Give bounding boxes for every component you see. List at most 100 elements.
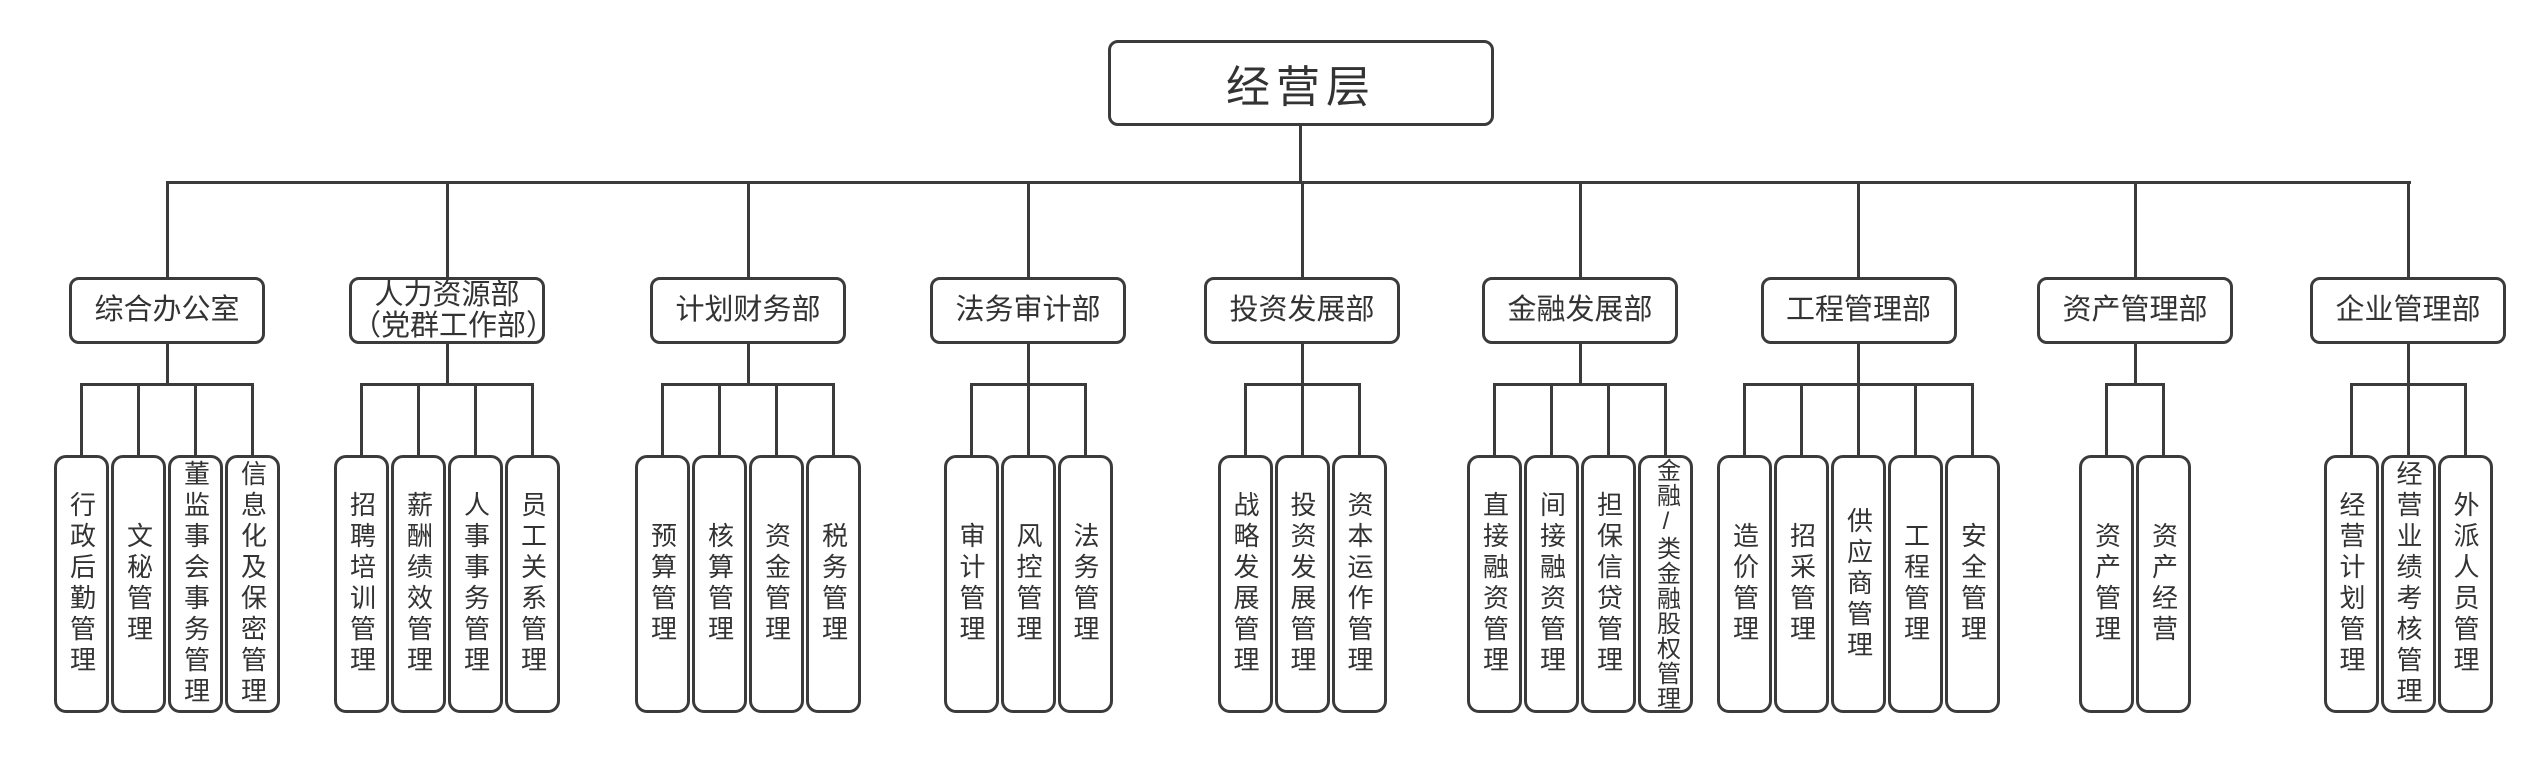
- connector-leaf-drop: [1831, 386, 1886, 455]
- connector-leaf-drop: [1581, 386, 1636, 455]
- leaf-node-label: 风控管理: [1013, 522, 1043, 646]
- connector-root-drop: [1299, 126, 1302, 184]
- connector-sub-bus: [1493, 383, 1667, 386]
- connector-sub-bus: [80, 383, 254, 386]
- leaf-node: 供应商管理: [1831, 455, 1886, 713]
- dept-node: 金融发展部: [1482, 277, 1678, 344]
- leaf-node: 资金管理: [749, 455, 804, 713]
- dept-node: 法务审计部: [930, 277, 1126, 344]
- group-human-resources: 人力资源部 （党群工作部） 招聘培训管理 薪酬绩效管理 人事事务管理 员工关系管…: [334, 181, 560, 713]
- leaf-node: 风控管理: [1000, 455, 1056, 713]
- leaf-node: 经营业绩考核管理: [2380, 455, 2436, 713]
- group-asset-management: 资产管理部 资产管理 资产经营: [2034, 181, 2236, 713]
- connector-dept-drop: [165, 181, 169, 277]
- connector-subtree-drop: [1578, 344, 1582, 383]
- leaf-node-label: 直接融资管理: [1479, 491, 1510, 677]
- connector-sub-bus: [969, 383, 1087, 386]
- connector-leaf-drops: [1717, 386, 2000, 455]
- connector-leaf-drop: [2381, 386, 2436, 455]
- leaf-node: 员工关系管理: [505, 455, 560, 713]
- connector-leaf-drops: [2324, 386, 2493, 455]
- group-engineering-management: 工程管理部 造价管理 招采管理 供应商管理 工程管理 安全管理: [1717, 181, 2000, 713]
- leaf-row: 直接融资管理 间接融资管理 担保信贷管理 金融/类金融股权管理: [1467, 455, 1693, 713]
- leaf-node-label: 文秘管理: [123, 522, 154, 646]
- group-planning-finance: 计划财务部 预算管理 核算管理 资金管理 税务管理: [635, 181, 861, 713]
- leaf-row: 造价管理 招采管理 供应商管理 工程管理 安全管理: [1717, 455, 2000, 713]
- dept-node: 计划财务部: [650, 277, 846, 344]
- connector-subtree-drop: [1026, 344, 1030, 383]
- dept-node-label: 人力资源部 （党群工作部）: [352, 279, 545, 342]
- connector-leaf-drop: [1218, 386, 1273, 455]
- leaf-node: 工程管理: [1888, 455, 1943, 713]
- connector-dept-drop: [445, 181, 449, 277]
- leaf-node-label: 员工关系管理: [517, 491, 548, 677]
- leaf-node: 人事事务管理: [448, 455, 503, 713]
- leaf-row: 战略发展管理 投资发展管理 资本运作管理: [1217, 455, 1387, 713]
- connector-leaf-drops: [54, 386, 280, 455]
- connector-leaf-drop: [391, 386, 446, 455]
- connector-leaf-drop: [749, 386, 804, 455]
- connector-dept-drop: [2133, 181, 2137, 277]
- leaf-node-label: 招采管理: [1786, 522, 1817, 646]
- connector-leaf-drops: [944, 386, 1113, 455]
- leaf-node-label: 工程管理: [1900, 522, 1931, 646]
- dept-node-label: 企业管理部: [2335, 294, 2481, 327]
- connector-leaf-drop: [2079, 386, 2134, 455]
- connector-leaf-drops: [334, 386, 560, 455]
- dept-node-label: 投资发展部: [1229, 294, 1375, 327]
- leaf-node-label: 资产管理: [2091, 522, 2122, 646]
- leaf-row: 审计管理 风控管理 法务管理: [943, 455, 1113, 713]
- root-node-label: 经营层: [1226, 63, 1376, 112]
- leaf-row: 预算管理 核算管理 资金管理 税务管理: [635, 455, 861, 713]
- connector-leaf-drop: [1467, 386, 1522, 455]
- connector-leaf-drops: [635, 386, 861, 455]
- leaf-node: 外派人员管理: [2437, 455, 2493, 713]
- leaf-node: 安全管理: [1945, 455, 2000, 713]
- leaf-node-label: 经营计划管理: [2336, 491, 2366, 677]
- connector-leaf-drop: [1058, 386, 1113, 455]
- leaf-node-label: 间接融资管理: [1536, 491, 1567, 677]
- connector-sub-bus: [2349, 383, 2467, 386]
- connector-leaf-drop: [168, 386, 223, 455]
- connector-dept-drop: [1857, 181, 1860, 277]
- group-investment-development: 投资发展部 战略发展管理 投资发展管理 资本运作管理: [1201, 181, 1403, 713]
- connector-sub-bus: [1243, 383, 1361, 386]
- connector-leaf-drop: [944, 386, 999, 455]
- dept-node: 资产管理部: [2037, 277, 2233, 344]
- dept-node-label: 金融发展部: [1507, 294, 1653, 327]
- leaf-node: 法务管理: [1057, 455, 1113, 713]
- leaf-node-label: 担保信贷管理: [1593, 491, 1624, 677]
- leaf-node: 造价管理: [1717, 455, 1772, 713]
- connector-sub-bus: [1743, 383, 1974, 386]
- leaf-node-label: 供应商管理: [1843, 506, 1874, 662]
- leaf-row: 资产管理 资产经营: [2079, 455, 2191, 713]
- dept-node-label: 计划财务部: [675, 294, 821, 327]
- leaf-node: 审计管理: [943, 455, 999, 713]
- connector-leaf-drop: [2438, 386, 2493, 455]
- connector-leaf-drop: [1524, 386, 1579, 455]
- leaf-node: 薪酬绩效管理: [391, 455, 446, 713]
- connector-leaf-drop: [505, 386, 560, 455]
- dept-node: 投资发展部: [1204, 277, 1400, 344]
- connector-top-bus: [167, 181, 2411, 184]
- connector-leaf-drop: [334, 386, 389, 455]
- connector-sub-bus: [661, 383, 835, 386]
- connector-subtree-drop: [2406, 344, 2410, 383]
- connector-leaf-drop: [1275, 386, 1330, 455]
- dept-node-label: 法务审计部: [955, 294, 1101, 327]
- leaf-row: 招聘培训管理 薪酬绩效管理 人事事务管理 员工关系管理: [334, 455, 560, 713]
- connector-leaf-drop: [1945, 386, 2000, 455]
- leaf-row: 经营计划管理 经营业绩考核管理 外派人员管理: [2323, 455, 2493, 713]
- leaf-node: 信息化及保密管理: [225, 455, 280, 713]
- leaf-node: 资产经营: [2136, 455, 2191, 713]
- leaf-node: 招聘培训管理: [334, 455, 389, 713]
- connector-leaf-drop: [2136, 386, 2191, 455]
- connector-leaf-drops: [1467, 386, 1693, 455]
- connector-leaf-drops: [2079, 386, 2191, 455]
- connector-subtree-drop: [2133, 344, 2137, 383]
- connector-dept-drop: [1026, 181, 1030, 277]
- leaf-node-label: 人事事务管理: [460, 491, 491, 677]
- connector-leaf-drop: [806, 386, 861, 455]
- leaf-node-label: 薪酬绩效管理: [403, 491, 434, 677]
- leaf-node: 担保信贷管理: [1581, 455, 1636, 713]
